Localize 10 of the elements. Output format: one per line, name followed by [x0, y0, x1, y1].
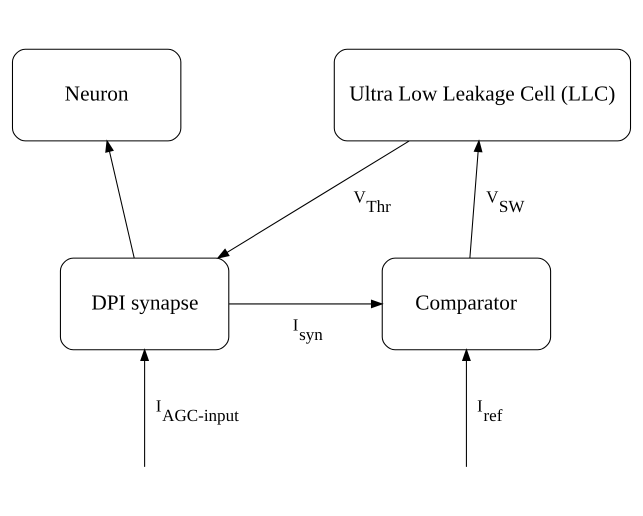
- arrow: [105, 138, 135, 258]
- node-box: DPI synapse: [60, 257, 230, 350]
- arrow: [229, 298, 384, 308]
- arrow: [462, 348, 471, 466]
- arrow: [140, 348, 150, 466]
- node-box: Comparator: [382, 257, 552, 350]
- node-box: Neuron: [12, 48, 182, 141]
- arrow: [469, 138, 483, 258]
- arrow: [216, 140, 410, 258]
- node-box: Ultra Low Leakage Cell (LLC): [334, 48, 632, 141]
